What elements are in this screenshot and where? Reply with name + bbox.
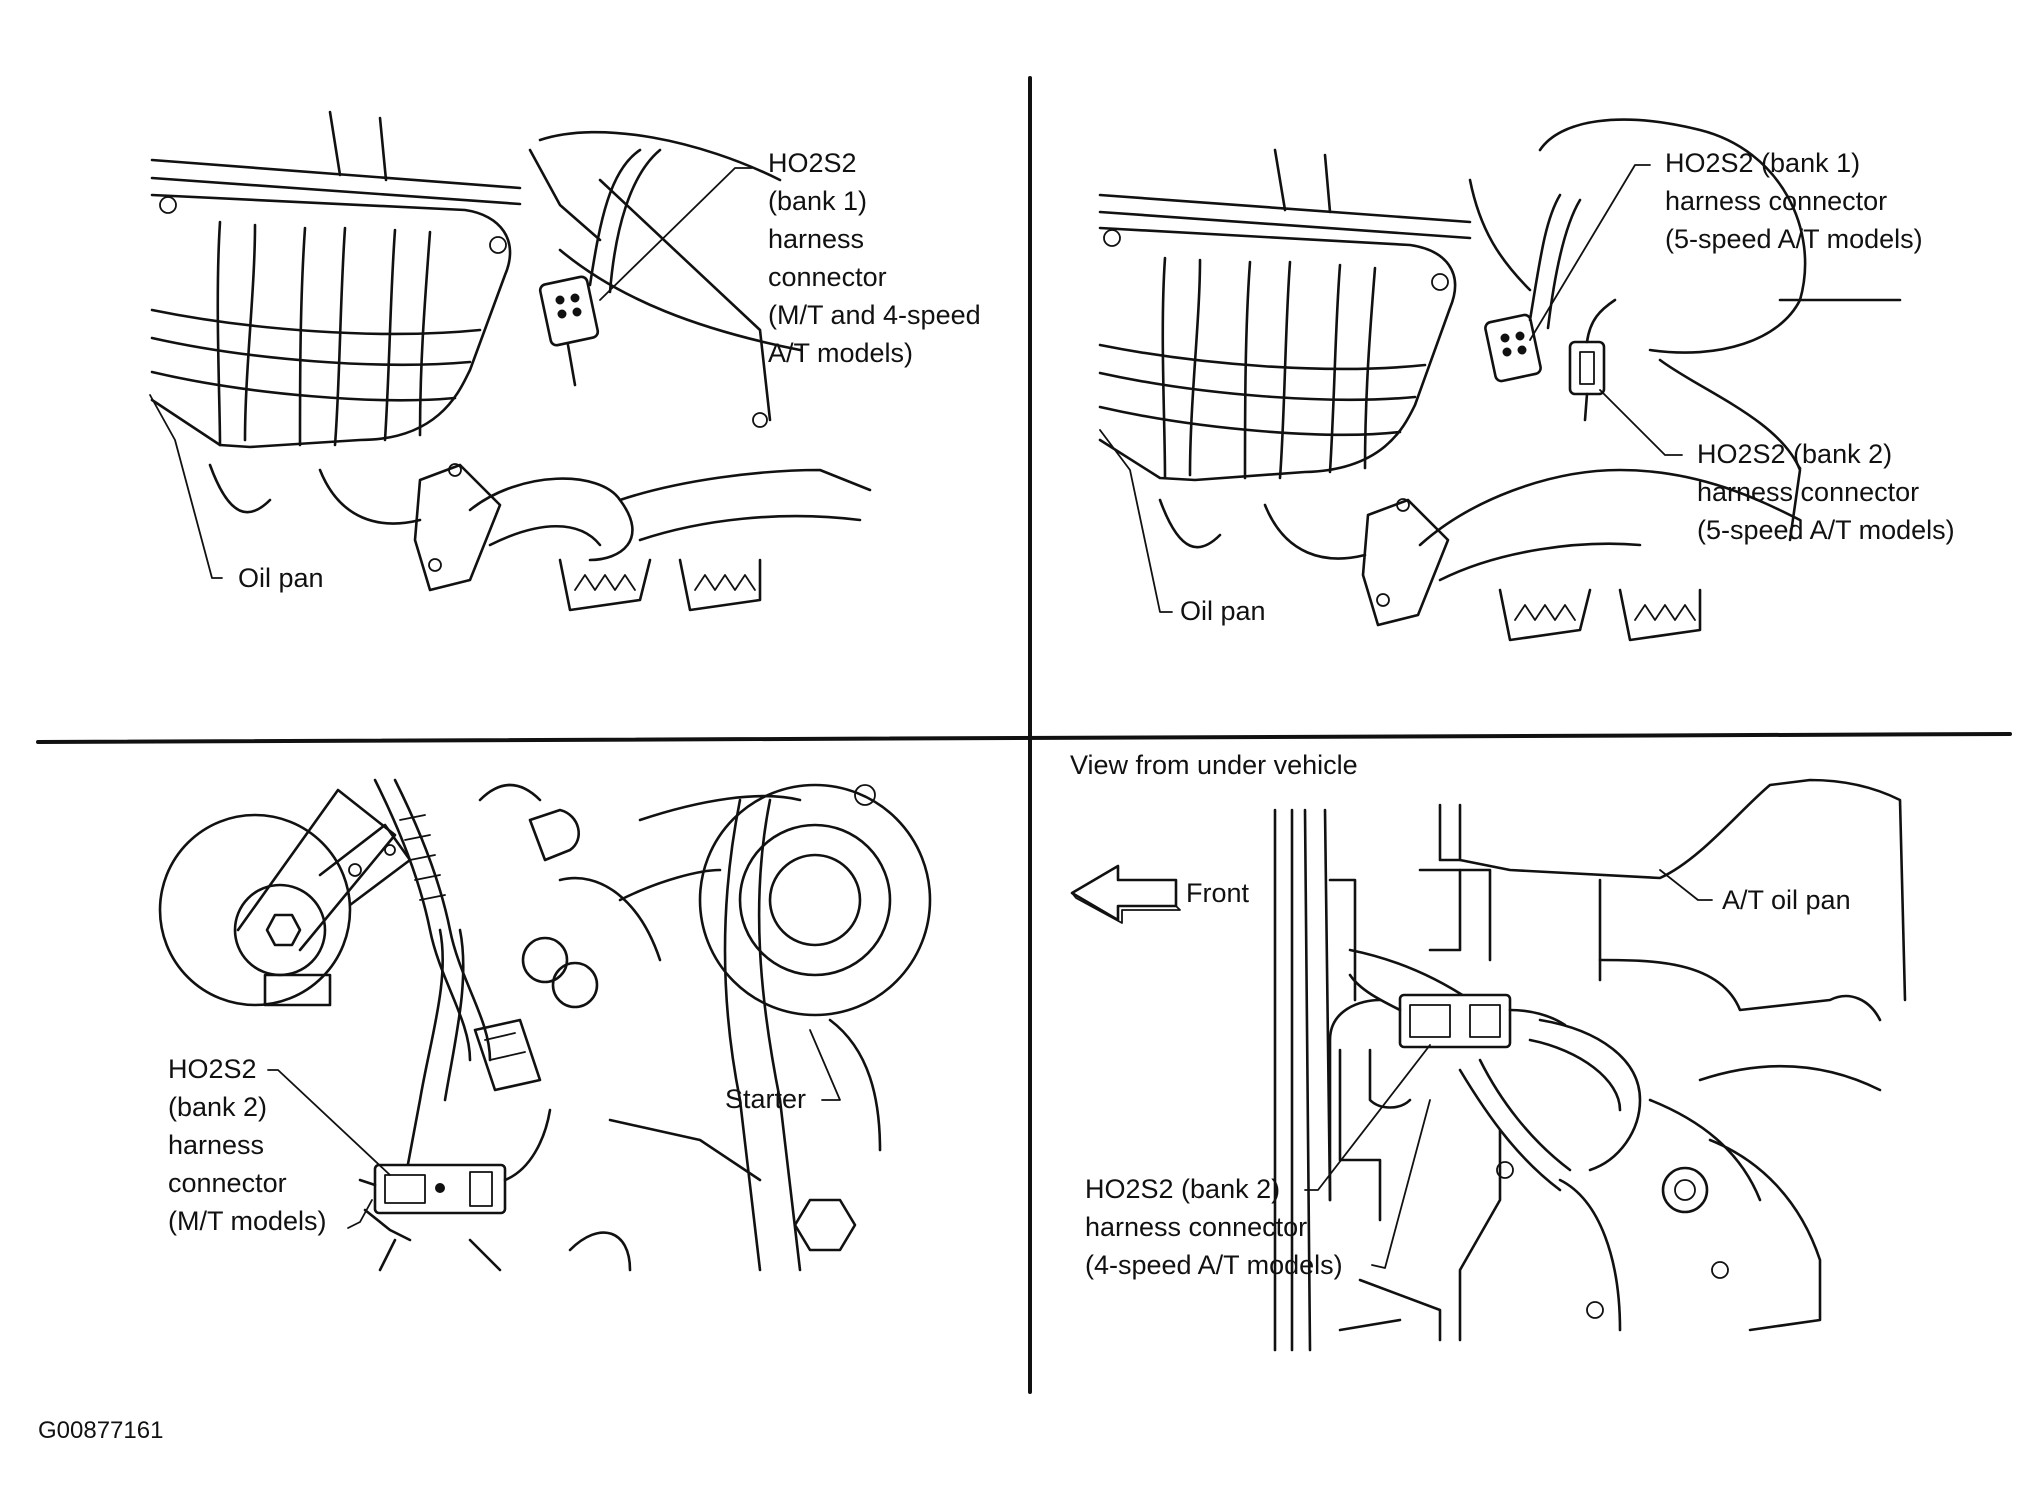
panel-bottom-left: HO2S2 (bank 2) harness connector (M/T mo…	[158, 778, 932, 1272]
oil-pan-label-right: Oil pan	[1180, 596, 1266, 626]
leader-line-at-oil-pan	[1659, 869, 1713, 901]
oil-pan-label: Oil pan	[238, 563, 324, 593]
label-line: A/T models)	[768, 338, 913, 368]
leader-line-bank2-5at	[1599, 389, 1683, 456]
engine-drawing-top-right	[1098, 118, 1902, 642]
connector-label-bank2-5at: HO2S2 (bank 2) harness connector (5-spee…	[1697, 439, 1955, 545]
leader-line-4at-connector	[1304, 1044, 1431, 1191]
leader-line-mt-connector	[267, 1069, 391, 1176]
leader-line-4at-connector-lower	[1371, 1099, 1431, 1269]
label-line: (M/T and 4-speed	[768, 300, 981, 330]
at-oil-pan-label: A/T oil pan	[1722, 885, 1851, 915]
front-label: Front	[1186, 878, 1250, 908]
horizontal-divider	[36, 732, 2012, 744]
label-line: harness connector	[1085, 1212, 1307, 1242]
leader-line-bank1-5at	[1529, 164, 1651, 341]
panel-bottom-right: View from under vehicle Front	[1070, 750, 1907, 1352]
label-line: HO2S2	[168, 1054, 257, 1084]
label-line: HO2S2 (bank 2)	[1697, 439, 1892, 469]
front-arrow-icon	[1070, 864, 1181, 924]
label-line: connector	[768, 262, 887, 292]
label-line: HO2S2 (bank 1)	[1665, 148, 1860, 178]
leader-line-oil-pan	[149, 394, 223, 579]
label-line: (5-speed A/T models)	[1697, 515, 1955, 545]
connector-label-bank2-4at: HO2S2 (bank 2) harness connector (4-spee…	[1085, 1174, 1343, 1280]
label-line: harness connector	[1665, 186, 1887, 216]
label-line: (5-speed A/T models)	[1665, 224, 1923, 254]
engine-drawing-top-left	[150, 110, 872, 612]
label-line: harness connector	[1697, 477, 1919, 507]
transmission-drawing	[1273, 778, 1907, 1352]
panel-top-left: HO2S2 (bank 1) harness connector (M/T an…	[149, 110, 988, 612]
label-line: harness	[768, 224, 864, 254]
label-line: (bank 1)	[768, 186, 867, 216]
view-title: View from under vehicle	[1070, 750, 1358, 780]
connector-label-bank1-mt: HO2S2 (bank 1) harness connector (M/T an…	[768, 148, 988, 368]
leader-line-mt-connector-bottom	[347, 1199, 373, 1229]
label-line: (4-speed A/T models)	[1085, 1250, 1343, 1280]
label-line: harness	[168, 1130, 264, 1160]
leader-line-oil-pan-right	[1099, 429, 1173, 613]
connector-label-bank2-mt: HO2S2 (bank 2) harness connector (M/T mo…	[168, 1054, 327, 1236]
label-line: (M/T models)	[168, 1206, 327, 1236]
connector-label-bank1-5at: HO2S2 (bank 1) harness connector (5-spee…	[1665, 148, 1923, 254]
label-line: HO2S2 (bank 2)	[1085, 1174, 1280, 1204]
panel-top-right: HO2S2 (bank 1) harness connector (5-spee…	[1098, 118, 1955, 642]
label-line: connector	[168, 1168, 287, 1198]
label-line: HO2S2	[768, 148, 857, 178]
label-line: (bank 2)	[168, 1092, 267, 1122]
starter-drawing	[158, 778, 932, 1272]
leader-line-starter	[809, 1029, 841, 1101]
panel-dividers	[36, 76, 2012, 1394]
starter-label: Starter	[725, 1084, 806, 1114]
leader-line-bank1-connector	[599, 167, 753, 301]
figure-code: G00877161	[38, 1417, 163, 1444]
